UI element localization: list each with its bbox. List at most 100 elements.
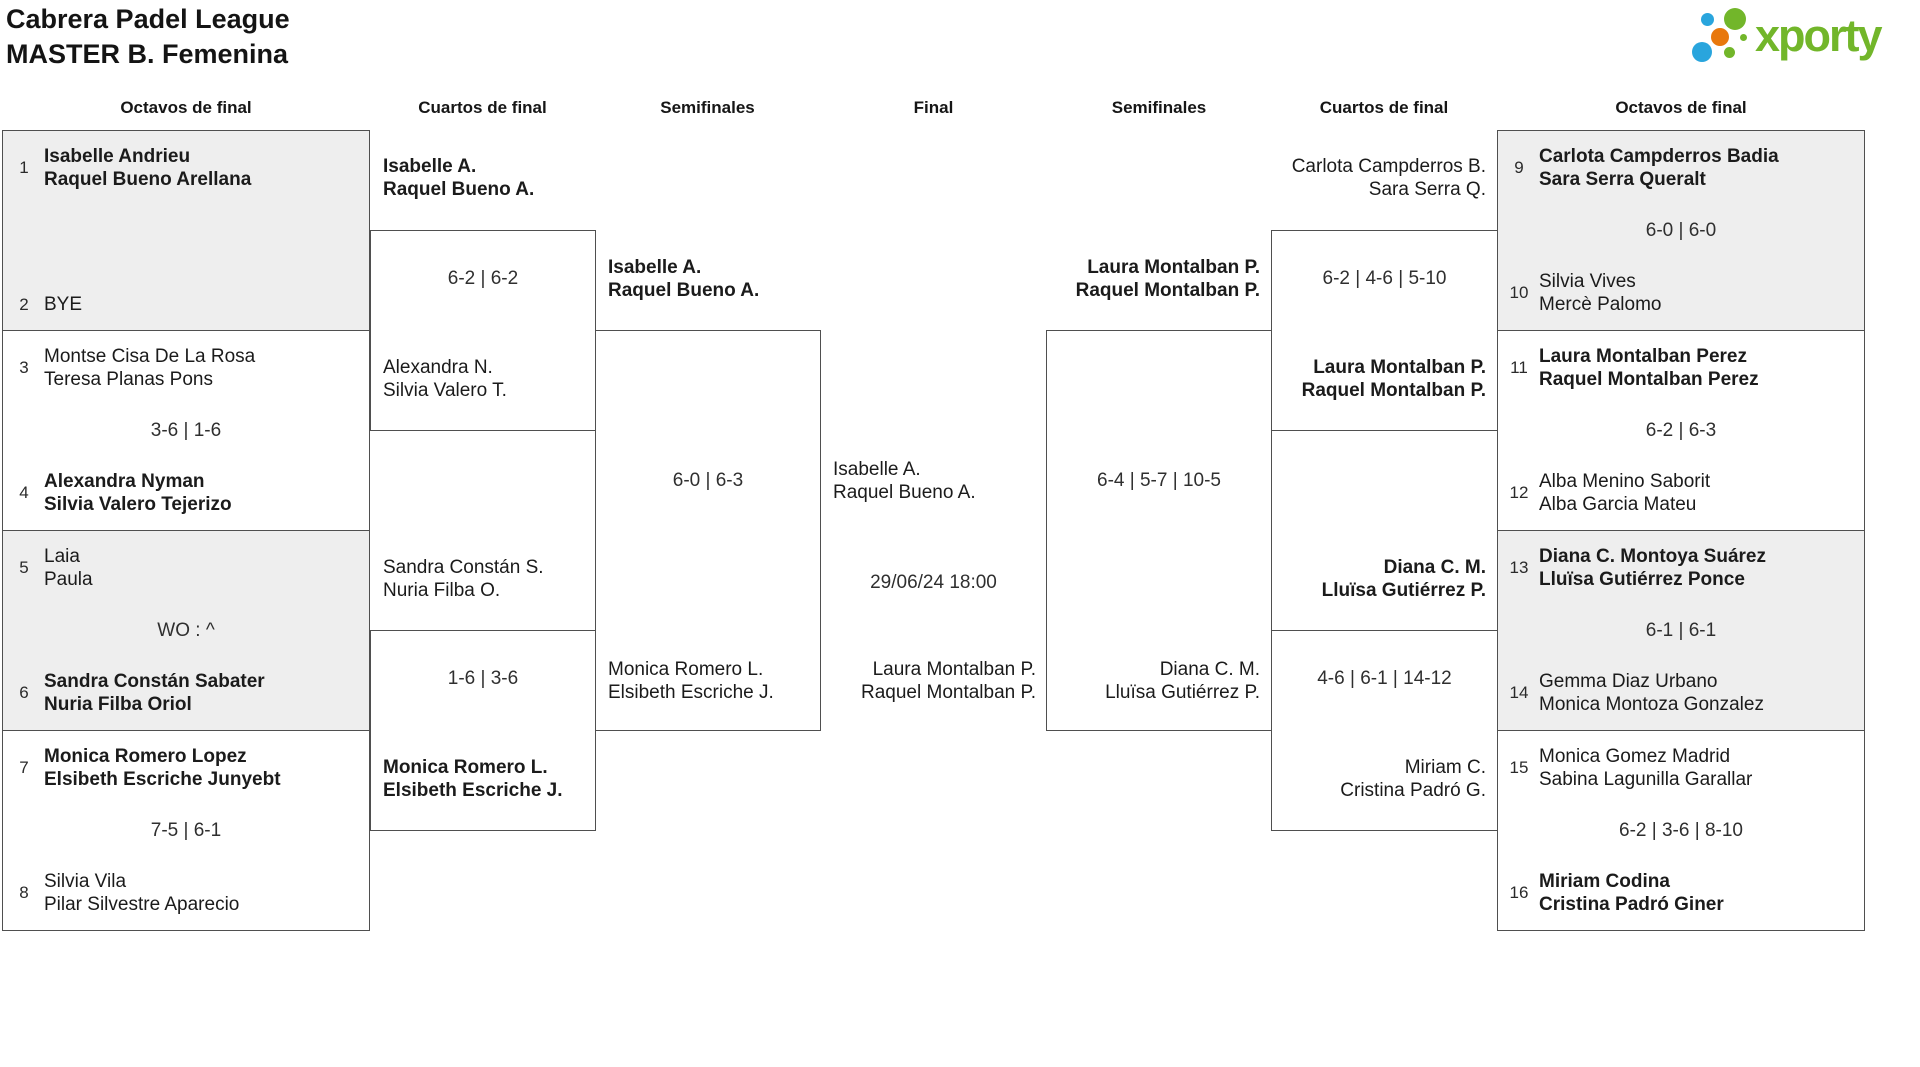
seed-number: 13 xyxy=(1509,558,1529,577)
team-names: Miriam Codina Cristina Padró Giner xyxy=(1539,870,1724,916)
seed-number: 6 xyxy=(19,683,29,702)
player-name: Diana C. M. xyxy=(1383,557,1486,578)
match-score: 6-2 | 6-3 xyxy=(1645,419,1717,441)
match-box-octavos-1: 1 Isabelle Andrieu Raquel Bueno Arellana… xyxy=(2,130,370,331)
team-names: Isabelle A. Raquel Bueno A. xyxy=(383,155,534,201)
player-name: Elsibeth Escriche J. xyxy=(383,780,563,801)
player-name: Raquel Montalban Perez xyxy=(1539,369,1759,390)
player-name: Raquel Montalban P. xyxy=(1075,280,1260,301)
team-names: Alexandra Nyman Silvia Valero Tejerizo xyxy=(44,470,232,516)
tournament-name: Cabrera Padel League xyxy=(6,4,290,34)
match-box-octavos-3: 5 Laia Paula WO : ^ 6 Sandra Constán Sab… xyxy=(2,530,370,731)
player-name: Pilar Silvestre Aparecio xyxy=(44,894,240,915)
logo-dot-green-large xyxy=(1724,8,1746,30)
seed-number: 16 xyxy=(1509,883,1529,902)
round-header-octavos-right: Octavos de final xyxy=(1615,98,1747,117)
team-names: Monica Romero L. Elsibeth Escriche J. xyxy=(608,658,774,704)
round-header-cuartos-right: Cuartos de final xyxy=(1319,98,1449,117)
team-names: Gemma Diaz Urbano Monica Montoza Gonzale… xyxy=(1539,670,1764,716)
player-name: Sandra Constán S. xyxy=(383,557,544,578)
player-name: Cristina Padró G. xyxy=(1340,780,1486,801)
logo-dot-green-tiny xyxy=(1740,34,1747,41)
team-names: Sandra Constán Sabater Nuria Filba Oriol xyxy=(44,670,265,716)
final-team-right: Laura Montalban P. Raquel Montalban P. xyxy=(820,658,1036,704)
player-name: Raquel Bueno A. xyxy=(608,280,760,301)
player-name: Silvia Valero T. xyxy=(383,380,507,401)
seed-number: 11 xyxy=(1510,358,1528,377)
logo-wordmark: xporty xyxy=(1755,10,1883,61)
player-name: Isabelle A. xyxy=(608,257,702,278)
player-name: Sara Serra Queralt xyxy=(1539,169,1706,190)
match-score: 4-6 | 6-1 | 14-12 xyxy=(1317,668,1452,689)
category-name: MASTER B. Femenina xyxy=(6,39,289,69)
player-name: Diana C. Montoya Suárez xyxy=(1539,546,1766,567)
page-title: Cabrera Padel League MASTER B. Femenina xyxy=(6,2,290,72)
player-name: Silvia Vives xyxy=(1539,271,1636,292)
team-names: Alba Menino Saborit Alba Garcia Mateu xyxy=(1539,470,1710,516)
team-entry: 15 Monica Gomez Madrid Sabina Lagunilla … xyxy=(1508,745,1854,791)
team-names: Silvia Vives Mercè Palomo xyxy=(1539,270,1662,316)
team-names: Laura Montalban P. Raquel Montalban P. xyxy=(1046,256,1260,302)
round-header-octavos-left: Octavos de final xyxy=(120,98,252,117)
match-score: 6-4 | 5-7 | 10-5 xyxy=(1097,470,1221,491)
player-name: Teresa Planas Pons xyxy=(44,369,213,390)
team-names: Laia Paula xyxy=(44,545,93,591)
player-name: Cristina Padró Giner xyxy=(1539,894,1724,915)
team-names: Sandra Constán S. Nuria Filba O. xyxy=(383,556,544,602)
player-name: Laura Montalban Perez xyxy=(1539,346,1747,367)
round-header-semis-left: Semifinales xyxy=(660,98,755,117)
team-entry: 8 Silvia Vila Pilar Silvestre Aparecio xyxy=(13,870,359,916)
player-name: Nuria Filba Oriol xyxy=(44,694,192,715)
match-box-octavos-2: 3 Montse Cisa De La Rosa Teresa Planas P… xyxy=(2,330,370,531)
logo-dot-blue-small xyxy=(1701,13,1714,26)
seed-number: 8 xyxy=(19,883,29,902)
team-names: Diana C. M. Lluïsa Gutiérrez P. xyxy=(1046,658,1260,704)
team-entry: 12 Alba Menino Saborit Alba Garcia Mateu xyxy=(1508,470,1854,516)
team-names: Montse Cisa De La Rosa Teresa Planas Pon… xyxy=(44,345,255,391)
team-names: Diana C. M. Lluïsa Gutiérrez P. xyxy=(1271,556,1486,602)
team-names: Isabelle Andrieu Raquel Bueno Arellana xyxy=(44,145,251,191)
player-name: Sandra Constán Sabater xyxy=(44,671,265,692)
player-name: Sabina Lagunilla Garallar xyxy=(1539,769,1753,790)
player-name: BYE xyxy=(44,294,83,315)
player-name: Monica Romero L. xyxy=(383,757,548,778)
team-entry: 4 Alexandra Nyman Silvia Valero Tejerizo xyxy=(13,470,359,516)
match-score: 6-2 | 6-2 xyxy=(447,268,519,289)
player-name: Miriam C. xyxy=(1404,757,1486,778)
player-name: Carlota Campderros B. xyxy=(1291,156,1486,177)
seed-number: 1 xyxy=(19,158,29,177)
team-names: Alexandra N. Silvia Valero T. xyxy=(383,356,507,402)
team-names: Diana C. Montoya Suárez Lluïsa Gutiérrez… xyxy=(1539,545,1766,591)
player-name: Lluïsa Gutiérrez P. xyxy=(1321,580,1486,601)
player-name: Carlota Campderros Badia xyxy=(1539,146,1779,167)
player-name: Laura Montalban P. xyxy=(1313,357,1486,378)
match-score: 7-5 | 6-1 xyxy=(150,819,222,841)
team-names: Miriam C. Cristina Padró G. xyxy=(1271,756,1486,802)
player-name: Diana C. M. xyxy=(1159,659,1260,680)
player-name: Monica Montoza Gonzalez xyxy=(1539,694,1764,715)
player-name: Isabelle Andrieu xyxy=(44,146,191,167)
team-names: Carlota Campderros B. Sara Serra Q. xyxy=(1271,155,1486,201)
player-name: Laia xyxy=(44,546,80,567)
match-box-octavos-5: 9 Carlota Campderros Badia Sara Serra Qu… xyxy=(1497,130,1865,331)
team-names: Isabelle A. Raquel Bueno A. xyxy=(608,256,759,302)
final-datetime: 29/06/24 18:00 xyxy=(870,572,997,593)
match-box-octavos-6: 11 Laura Montalban Perez Raquel Montalba… xyxy=(1497,330,1865,531)
team-entry: 2 BYE xyxy=(13,293,359,316)
seed-number: 15 xyxy=(1509,758,1529,777)
player-name: Lluïsa Gutiérrez P. xyxy=(1105,682,1260,703)
player-name: Alexandra Nyman xyxy=(44,471,205,492)
match-box-octavos-8: 15 Monica Gomez Madrid Sabina Lagunilla … xyxy=(1497,730,1865,931)
player-name: Isabelle A. xyxy=(833,459,921,480)
seed-number: 2 xyxy=(19,294,29,314)
team-entry: 1 Isabelle Andrieu Raquel Bueno Arellana xyxy=(13,145,359,191)
player-name: Lluïsa Gutiérrez Ponce xyxy=(1539,569,1745,590)
player-name: Miriam Codina xyxy=(1539,871,1670,892)
team-entry: 6 Sandra Constán Sabater Nuria Filba Ori… xyxy=(13,670,359,716)
player-name: Mercè Palomo xyxy=(1539,294,1662,315)
match-score: 1-6 | 3-6 xyxy=(447,668,519,689)
match-score: 3-6 | 1-6 xyxy=(150,419,222,441)
match-score: WO : ^ xyxy=(157,619,215,641)
player-name: Raquel Bueno Arellana xyxy=(44,169,252,190)
